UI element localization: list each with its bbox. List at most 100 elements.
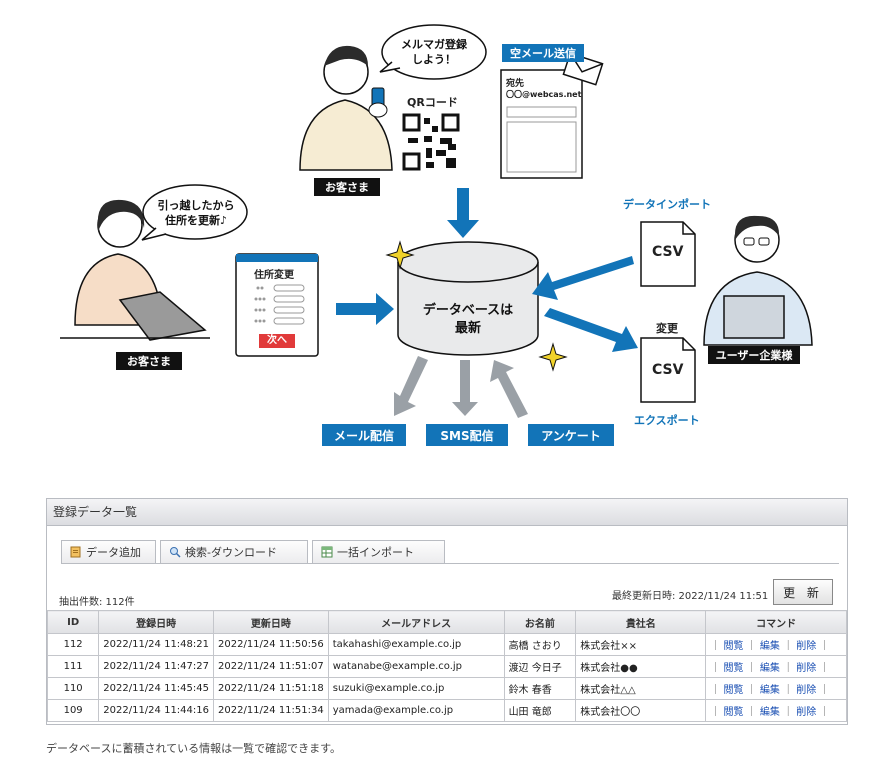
col-command: コマンド: [705, 610, 847, 634]
database-label: データベースは 最新: [422, 303, 514, 336]
csv-file-icon-export: [640, 337, 696, 403]
view-link[interactable]: 閲覧: [723, 707, 744, 718]
cell-name: 高橋 さおり: [503, 633, 577, 656]
cell-updated: 2022/11/24 11:51:34: [213, 699, 329, 722]
delete-link[interactable]: 削除: [796, 685, 817, 696]
table-row: 111 2022/11/24 11:47:27 2022/11/24 11:51…: [47, 655, 847, 678]
database-icon: [397, 241, 539, 356]
sparkle-icon-right: [538, 342, 568, 372]
cell-email: suzuki@example.co.jp: [327, 677, 505, 700]
cell-email: takahashi@example.co.jp: [327, 633, 505, 656]
tab-add-data[interactable]: データ追加: [61, 540, 156, 563]
add-data-icon: [70, 546, 81, 558]
arrow-export-blue: [544, 308, 638, 352]
tab-search-download[interactable]: 検索-ダウンロード: [160, 540, 308, 563]
edit-link[interactable]: 編集: [759, 663, 780, 674]
cell-registered: 2022/11/24 11:48:21: [98, 633, 214, 656]
caption-text: データベースに蓄積されている情報は一覧で確認できます。: [46, 742, 342, 755]
table-row: 109 2022/11/24 11:44:16 2022/11/24 11:51…: [47, 699, 847, 722]
arrow-right-blue: [336, 293, 394, 325]
col-company[interactable]: 貴社名: [575, 610, 707, 634]
registered-data-panel: 登録データ一覧 データ追加 検索-ダウンロード 一括インポート 抽出件数: 11…: [46, 498, 848, 725]
action-tabs: データ追加 検索-ダウンロード 一括インポート: [61, 540, 445, 563]
cell-company: 株式会社××: [575, 633, 707, 656]
result-count: 抽出件数: 112件: [59, 597, 135, 608]
sms-delivery-tag: SMS配信: [426, 424, 508, 446]
cell-commands: ｜ 閲覧 ｜ 編集 ｜ 削除 ｜: [705, 699, 847, 722]
delete-link[interactable]: 削除: [796, 641, 817, 652]
refresh-button[interactable]: 更 新: [773, 579, 833, 605]
cell-name: 渡辺 今日子: [503, 655, 577, 678]
empty-mail-tag: 空メール送信: [502, 44, 584, 62]
edit-link[interactable]: 編集: [759, 707, 780, 718]
delete-link[interactable]: 削除: [796, 707, 817, 718]
arrow-in-survey: [490, 360, 528, 418]
export-label: エクスポート: [634, 414, 700, 427]
last-updated: 最終更新日時: 2022/11/24 11:51: [612, 591, 769, 602]
cell-name: 山田 竜郎: [503, 699, 577, 722]
bubble-top-text: メルマガ登録 しよう！: [401, 38, 467, 66]
bubble-left-text: 引っ越したから 住所を更新♪: [157, 199, 235, 227]
col-email[interactable]: メールアドレス: [327, 610, 505, 634]
customer-tag-left: お客さま: [116, 352, 182, 370]
cell-id: 109: [47, 699, 100, 722]
survey-tag: アンケート: [528, 424, 614, 446]
arrow-out-sms: [452, 360, 478, 416]
cell-company: 株式会社△△: [575, 677, 707, 700]
cell-commands: ｜ 閲覧 ｜ 編集 ｜ 削除 ｜: [705, 633, 847, 656]
cell-commands: ｜ 閲覧 ｜ 編集 ｜ 削除 ｜: [705, 677, 847, 700]
view-link[interactable]: 閲覧: [723, 663, 744, 674]
cell-registered: 2022/11/24 11:47:27: [98, 655, 214, 678]
col-registered[interactable]: 登録日時: [98, 610, 214, 634]
qr-code-icon: [402, 113, 460, 171]
data-table: ID 登録日時 更新日時 メールアドレス お名前 貴社名 コマンド 112 20…: [47, 610, 847, 722]
arrow-down-blue: [447, 188, 479, 238]
tab-add-data-label: データ追加: [86, 546, 141, 559]
qr-code-label: QRコード: [407, 96, 458, 109]
cell-updated: 2022/11/24 11:51:18: [213, 677, 329, 700]
delete-link[interactable]: 削除: [796, 663, 817, 674]
left-customer-figure: [60, 199, 210, 341]
table-row: 110 2022/11/24 11:45:45 2022/11/24 11:51…: [47, 677, 847, 700]
table-header-row: ID 登録日時 更新日時 メールアドレス お名前 貴社名 コマンド: [47, 610, 847, 634]
cell-email: watanabe@example.co.jp: [327, 655, 505, 678]
sparkle-icon-left: [385, 240, 415, 270]
cell-registered: 2022/11/24 11:44:16: [98, 699, 214, 722]
change-label: 変更: [656, 322, 678, 335]
arrow-out-mail: [394, 356, 428, 416]
view-link[interactable]: 閲覧: [723, 641, 744, 652]
mail-to-label: 宛先: [506, 79, 525, 89]
flow-illustration: [60, 24, 813, 418]
mail-to-value: 〇〇@webcas.net: [506, 90, 582, 99]
csv-export-text: CSV: [652, 362, 684, 378]
view-link[interactable]: 閲覧: [723, 685, 744, 696]
cell-registered: 2022/11/24 11:45:45: [98, 677, 214, 700]
panel-title: 登録データ一覧: [47, 499, 847, 526]
company-user-tag: ユーザー企業様: [708, 346, 800, 364]
address-form-next: 次へ: [267, 335, 287, 346]
search-icon: [170, 547, 181, 558]
cell-company: 株式会社〇〇: [575, 699, 707, 722]
cell-id: 110: [47, 677, 100, 700]
tab-divider: [61, 563, 839, 564]
cell-id: 111: [47, 655, 100, 678]
tab-bulk-import[interactable]: 一括インポート: [311, 540, 445, 563]
edit-link[interactable]: 編集: [759, 641, 780, 652]
csv-import-text: CSV: [652, 244, 684, 260]
cell-id: 112: [47, 633, 100, 656]
col-id[interactable]: ID: [47, 610, 100, 634]
cell-email: yamada@example.co.jp: [327, 699, 505, 722]
customer-tag-top: お客さま: [314, 178, 380, 196]
arrow-import-blue: [532, 256, 634, 300]
cell-company: 株式会社●●: [575, 655, 707, 678]
tab-bulk-import-label: 一括インポート: [336, 546, 414, 559]
edit-link[interactable]: 編集: [759, 685, 780, 696]
col-updated[interactable]: 更新日時: [213, 610, 329, 634]
csv-file-icon-import: [640, 221, 696, 287]
mail-form-card: [500, 69, 583, 179]
table-row: 112 2022/11/24 11:48:21 2022/11/24 11:50…: [47, 633, 847, 656]
col-name[interactable]: お名前: [503, 610, 577, 634]
speech-bubble-top: [381, 24, 487, 80]
top-customer-figure: [299, 45, 393, 171]
mail-delivery-tag: メール配信: [322, 424, 406, 446]
